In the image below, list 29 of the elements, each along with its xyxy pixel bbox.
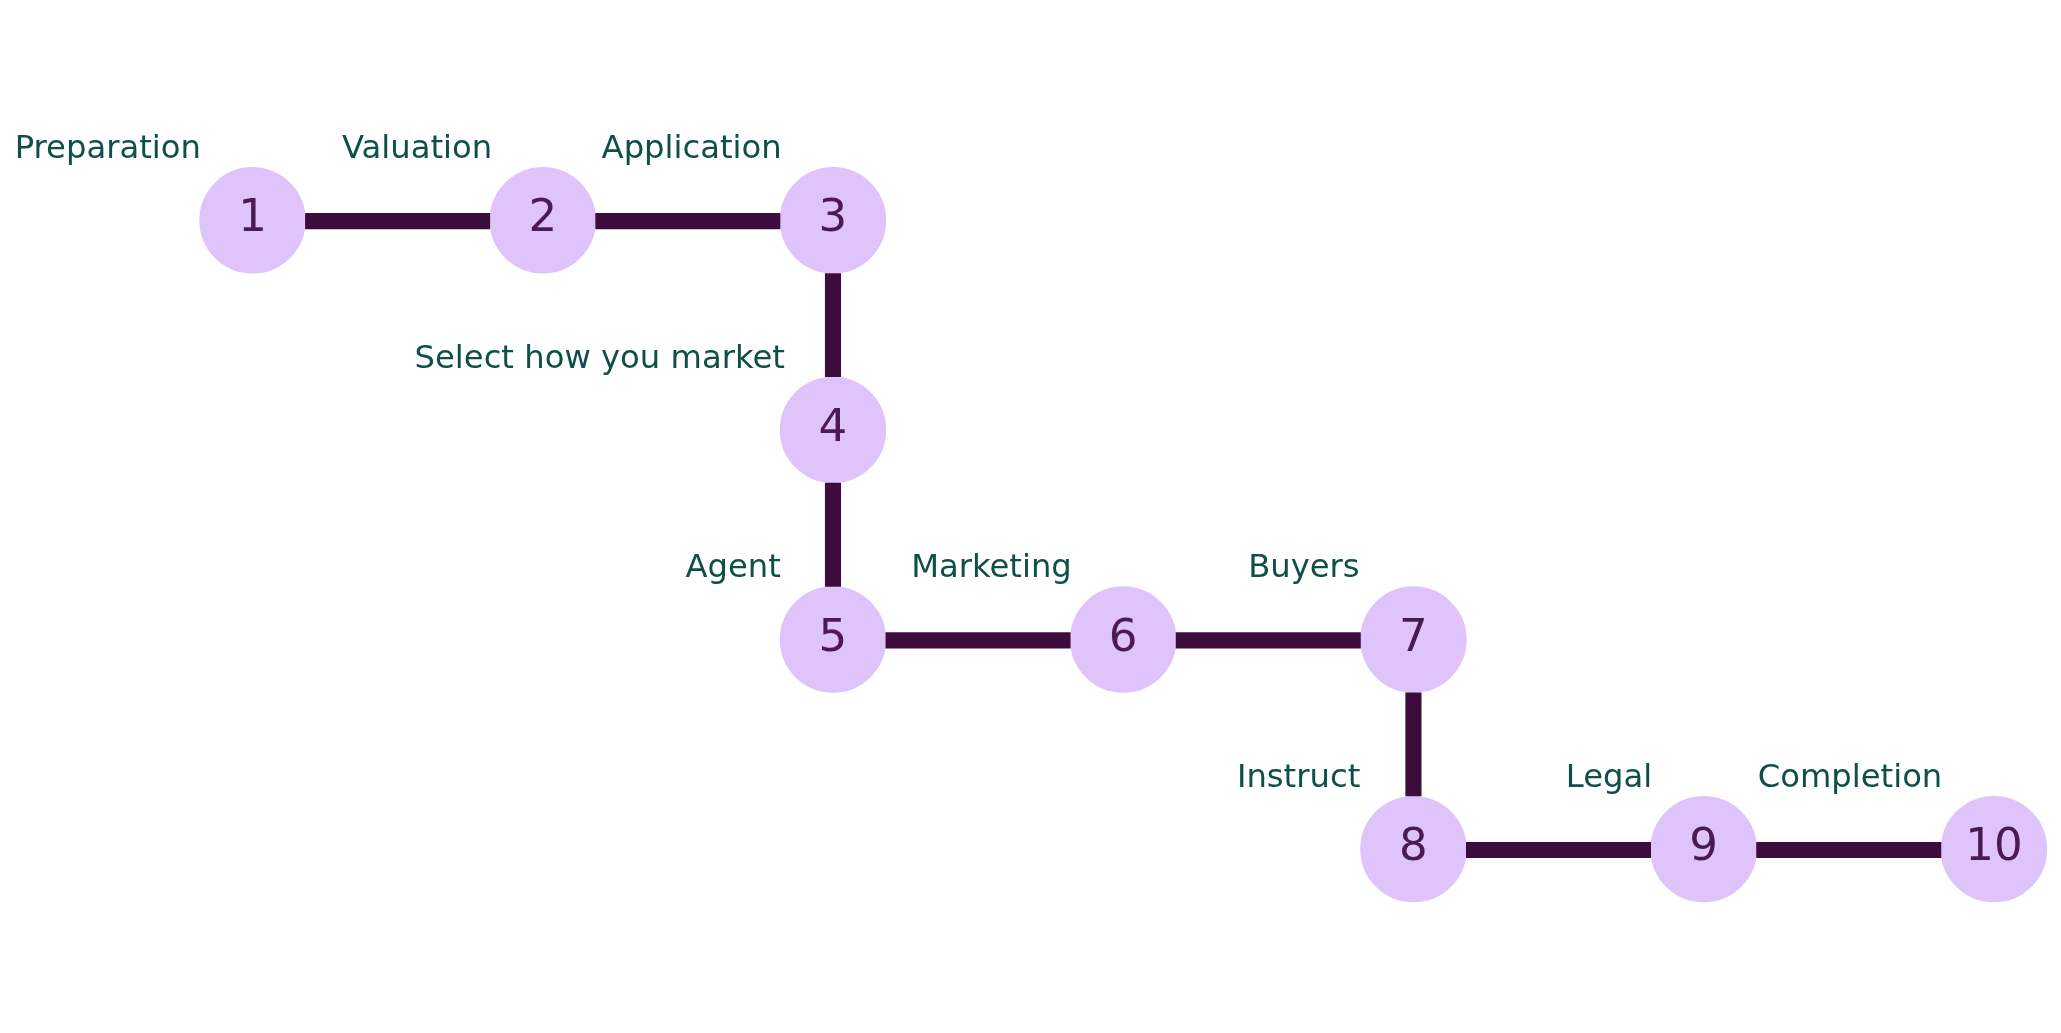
node-circle: 5 [779,585,887,693]
node-label: Select how you market [414,337,785,376]
node-circle: 6 [1070,585,1177,693]
node-circle: 2 [489,166,596,274]
node-label: Buyers [1248,546,1360,585]
node-label: Instruct [1236,756,1361,795]
connector [1466,841,1651,858]
connector [305,212,491,229]
node-label: Valuation [342,127,493,166]
node-circle: 10 [1940,795,2048,902]
node-label: Marketing [911,546,1072,585]
node-label: Application [601,127,782,166]
connector [595,212,781,229]
node-circle: 8 [1360,795,1467,902]
node-label: Legal [1565,756,1653,795]
connector [1175,631,1361,648]
node-label: Completion [1757,756,1943,795]
node-circle: 3 [779,166,887,274]
connector [824,272,842,377]
node-circle: 9 [1650,795,1757,902]
node-label: Preparation [14,127,201,166]
connector [1756,841,1942,858]
connector [824,482,842,587]
connector [1405,691,1422,796]
connector [885,631,1071,648]
node-label: Agent [685,546,781,585]
node-circle: 1 [199,166,306,274]
node-circle: 7 [1360,585,1467,693]
node-circle: 4 [779,376,887,483]
